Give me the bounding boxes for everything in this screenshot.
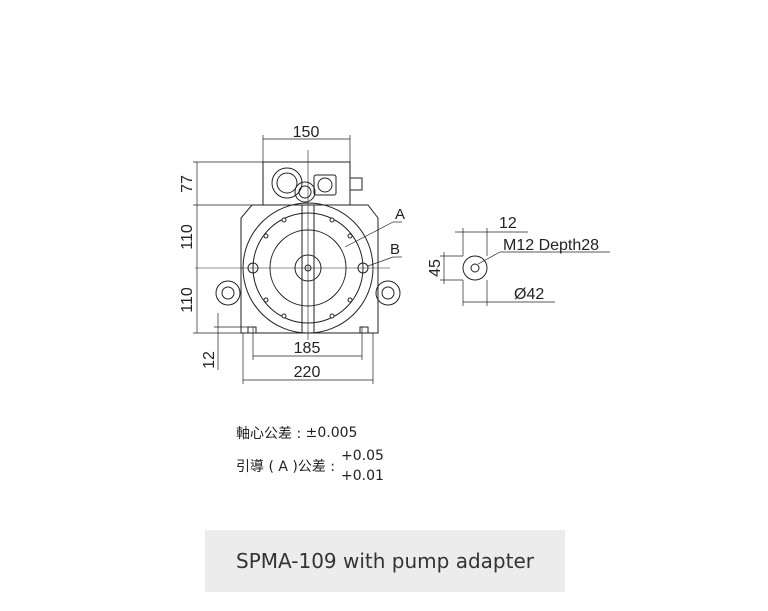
dim-185: 185 (294, 340, 321, 357)
dim-77: 77 (179, 175, 196, 193)
shaft-side-view (440, 228, 610, 306)
dim-220: 220 (294, 364, 321, 381)
tolerance-notes: 軸心公差 : ±0.005 引導 ( A )公差 : +0.05 +0.01 (236, 422, 384, 488)
dim-110-lower: 110 (179, 287, 196, 313)
label-b: B (390, 241, 400, 258)
guide-tolerance-upper: +0.05 (341, 448, 384, 464)
side-dim-45: 45 (427, 259, 444, 277)
center-lines (195, 150, 390, 340)
model-caption: SPMA-109 with pump adapter (205, 530, 565, 592)
dim-12: 12 (201, 351, 218, 369)
shaft-tolerance-label: 軸心公差 : (236, 426, 302, 442)
side-dim-12: 12 (499, 215, 517, 232)
guide-tolerance-label: 引導 ( A )公差 : (236, 459, 336, 475)
dimension-lines (193, 135, 402, 384)
dim-110-upper: 110 (179, 224, 196, 250)
shaft-tolerance-value: ±0.005 (305, 425, 358, 441)
guide-tolerance-lower: +0.01 (341, 468, 384, 484)
dim-150: 150 (293, 124, 320, 141)
shaft-diameter: Ø42 (514, 286, 544, 303)
thread-spec: M12 Depth28 (503, 237, 599, 254)
terminal-box (262, 161, 363, 206)
label-a: A (395, 206, 405, 223)
